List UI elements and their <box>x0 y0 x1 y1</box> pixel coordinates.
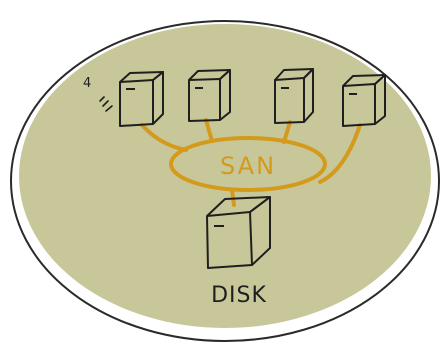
server-2-icon <box>188 69 231 122</box>
san-hub <box>169 136 327 192</box>
server-note-marks <box>99 96 113 112</box>
link-server-2 <box>204 118 214 143</box>
disk-icon <box>206 196 271 269</box>
disk-label: DISK <box>211 283 267 308</box>
server-3-icon <box>274 68 314 124</box>
san-label: SAN <box>220 152 276 180</box>
link-server-4 <box>318 123 362 184</box>
server-4-icon <box>342 74 386 127</box>
background-ellipse <box>19 24 431 328</box>
server-1-icon <box>119 71 164 127</box>
server-note: 4 <box>83 76 91 91</box>
link-server-3 <box>282 120 292 144</box>
link-disk <box>230 188 236 207</box>
